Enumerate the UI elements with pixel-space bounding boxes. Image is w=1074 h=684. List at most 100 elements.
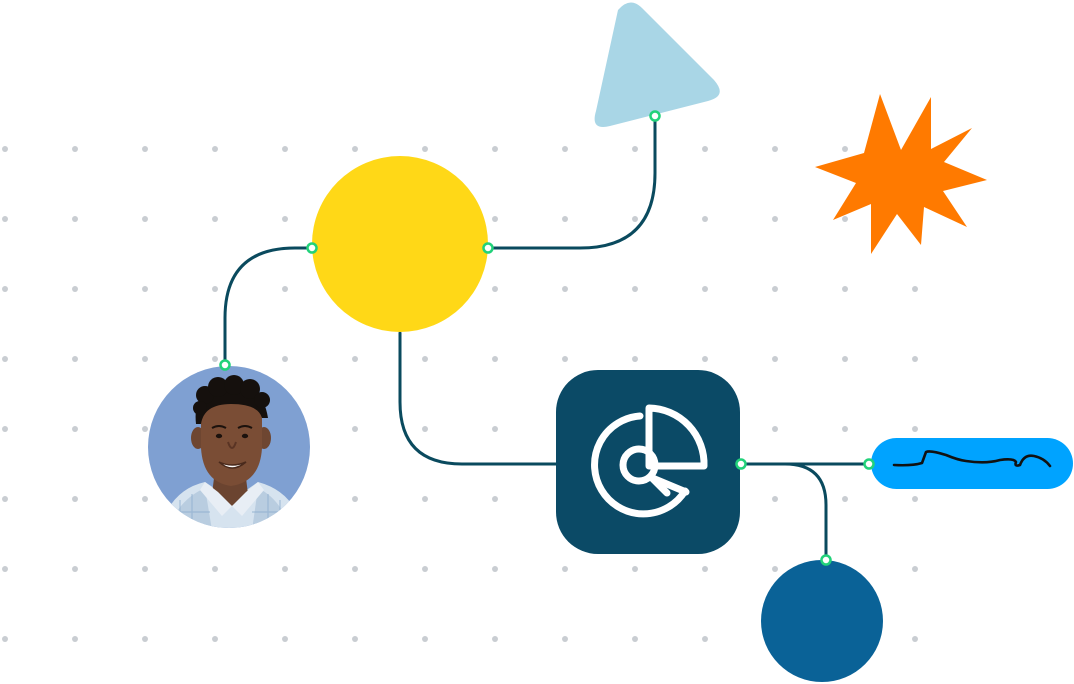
grid-dot xyxy=(72,566,78,572)
grid-dot xyxy=(492,286,498,292)
signature-scribble-icon xyxy=(892,450,1052,468)
grid-dot xyxy=(772,146,778,152)
grid-dot xyxy=(142,636,148,642)
grid-dot xyxy=(142,356,148,362)
grid-dot xyxy=(702,286,708,292)
grid-dot xyxy=(142,286,148,292)
grid-dot xyxy=(352,566,358,572)
grid-dot xyxy=(212,216,218,222)
grid-dot xyxy=(352,426,358,432)
grid-dot xyxy=(702,356,708,362)
port-yellow-left[interactable] xyxy=(306,242,318,254)
grid-dot xyxy=(422,356,428,362)
grid-dot xyxy=(632,286,638,292)
grid-dot xyxy=(2,146,8,152)
grid-dot xyxy=(562,216,568,222)
grid-dot xyxy=(772,356,778,362)
grid-dot xyxy=(702,216,708,222)
grid-dot xyxy=(142,146,148,152)
triangle-node[interactable] xyxy=(594,2,720,127)
port-blue-top[interactable] xyxy=(820,554,832,566)
port-triangle-bottom[interactable] xyxy=(649,110,661,122)
grid-dot xyxy=(212,146,218,152)
port-tile-right[interactable] xyxy=(735,458,747,470)
grid-dot xyxy=(282,216,288,222)
port-yellow-right[interactable] xyxy=(482,242,494,254)
grid-dot xyxy=(702,566,708,572)
grid-dot xyxy=(772,426,778,432)
connector-avatar-to-yellow-circle xyxy=(223,246,314,367)
grid-dot xyxy=(422,566,428,572)
grid-dot xyxy=(2,426,8,432)
starburst-node[interactable] xyxy=(815,94,987,254)
grid-dot xyxy=(2,496,8,502)
grid-dot xyxy=(282,286,288,292)
grid-dot xyxy=(282,356,288,362)
connector-yellow-circle-to-triangle xyxy=(486,114,657,250)
grid-dot xyxy=(632,566,638,572)
grid-dot xyxy=(772,286,778,292)
grid-dot xyxy=(842,146,848,152)
grid-dot xyxy=(422,636,428,642)
grid-dot xyxy=(912,566,918,572)
grid-dot xyxy=(2,566,8,572)
grid-dot xyxy=(562,566,568,572)
grid-dot xyxy=(842,496,848,502)
grid-dot xyxy=(912,356,918,362)
grid-dot xyxy=(282,566,288,572)
grid-dot xyxy=(492,356,498,362)
grid-dot xyxy=(492,216,498,222)
grid-dot xyxy=(72,356,78,362)
grid-dot xyxy=(912,286,918,292)
analytics-search-icon xyxy=(591,404,708,518)
connector-yellow-circle-to-analytics-tile xyxy=(398,331,558,466)
grid-dot xyxy=(492,566,498,572)
grid-dot xyxy=(142,566,148,572)
grid-dot xyxy=(842,216,848,222)
grid-dot xyxy=(2,216,8,222)
grid-dot xyxy=(562,146,568,152)
signature-pill[interactable] xyxy=(871,438,1073,489)
grid-dot xyxy=(492,146,498,152)
grid-dot xyxy=(72,636,78,642)
avatar[interactable] xyxy=(148,366,310,530)
connector-analytics-tile-to-blue-circle xyxy=(739,462,828,562)
signature-pill-background xyxy=(871,438,1073,489)
grid-dot xyxy=(492,426,498,432)
grid-dot xyxy=(72,496,78,502)
blue-circle-node[interactable] xyxy=(761,560,883,682)
grid-dot xyxy=(842,356,848,362)
grid-dot xyxy=(352,496,358,502)
grid-dot xyxy=(142,216,148,222)
grid-dot xyxy=(72,286,78,292)
port-pill-left[interactable] xyxy=(863,458,875,470)
grid-dot xyxy=(912,496,918,502)
grid-dot xyxy=(422,426,428,432)
grid-dot xyxy=(772,566,778,572)
grid-dot xyxy=(842,286,848,292)
grid-dot xyxy=(352,636,358,642)
grid-dot xyxy=(912,636,918,642)
grid-dot xyxy=(2,636,8,642)
grid-dot xyxy=(772,496,778,502)
grid-dot xyxy=(632,216,638,222)
grid-dot xyxy=(282,146,288,152)
grid-dot xyxy=(912,426,918,432)
grid-dot xyxy=(142,426,148,432)
port-avatar-top[interactable] xyxy=(219,359,231,371)
grid-dot xyxy=(562,636,568,642)
yellow-circle-node[interactable] xyxy=(312,156,488,332)
grid-dot xyxy=(422,146,428,152)
grid-dot xyxy=(772,216,778,222)
grid-dot xyxy=(282,636,288,642)
analytics-tile[interactable] xyxy=(556,370,740,554)
connectors xyxy=(223,114,871,562)
grid-dot xyxy=(632,636,638,642)
grid-dot xyxy=(492,636,498,642)
grid-dot xyxy=(212,566,218,572)
grid-dot xyxy=(72,426,78,432)
grid-dot xyxy=(2,356,8,362)
grid-dot xyxy=(492,496,498,502)
grid-dot xyxy=(632,146,638,152)
